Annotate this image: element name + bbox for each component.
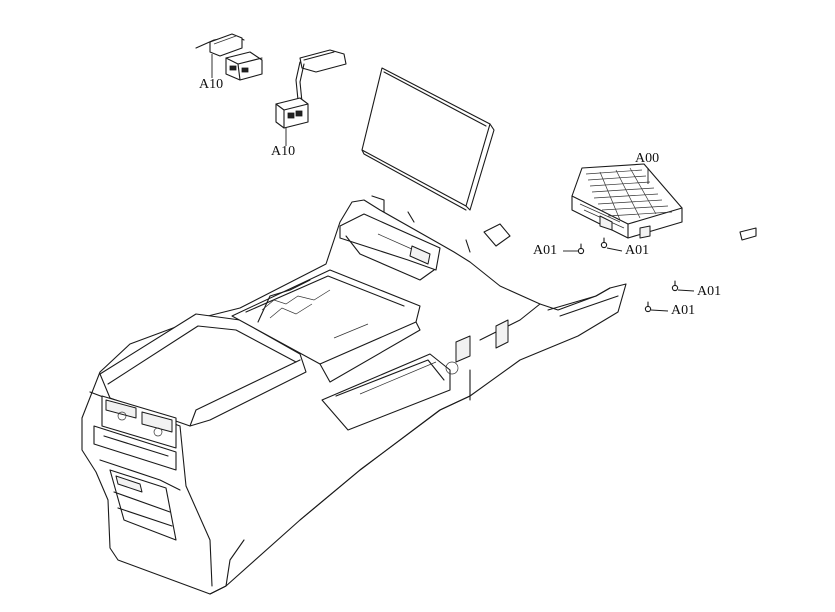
display-screen [361, 67, 495, 211]
center-console [81, 195, 757, 595]
label-a00: A00 [635, 151, 660, 166]
label-a01-right-upper: A01 [697, 284, 722, 299]
label-a10-top: A10 [199, 77, 224, 92]
label-a01-left: A01 [533, 243, 558, 258]
screw-a01-mid [600, 237, 623, 252]
usb-module-a10-middle [275, 49, 347, 146]
screw-a01-right-upper [671, 280, 695, 292]
screw-a01-left [563, 243, 585, 255]
usb-module-a10-top [195, 33, 263, 81]
label-a01-right-lower: A01 [671, 303, 696, 318]
label-a10-middle: A10 [271, 144, 296, 159]
label-a01-mid: A01 [625, 243, 650, 258]
control-module-a00 [571, 163, 683, 239]
screw-a01-right-lower [644, 301, 669, 313]
